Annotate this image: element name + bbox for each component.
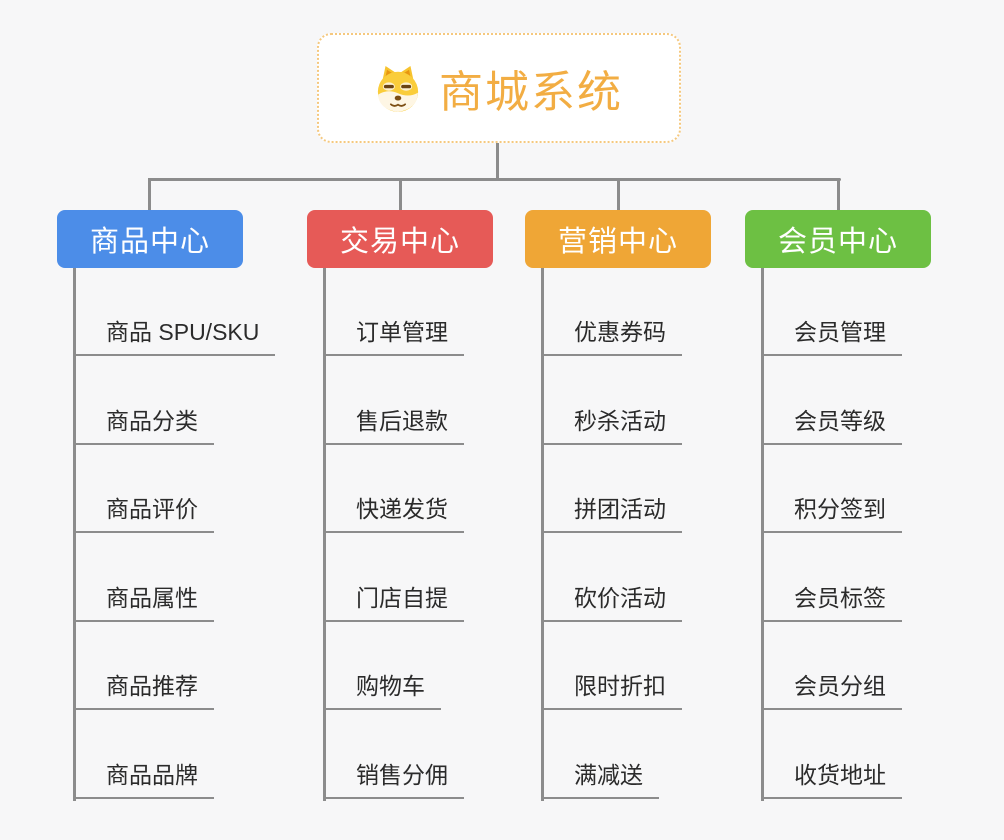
root-stem-line [496, 141, 499, 179]
leaf-label: 购物车 [356, 673, 425, 699]
leaf-node[interactable]: 商品品牌 [73, 755, 214, 799]
leaf-label: 商品分类 [106, 407, 198, 434]
branch-header-member-center[interactable]: 会员中心 [745, 210, 931, 268]
leaf-label: 销售分佣 [356, 761, 448, 788]
leaf-node[interactable]: 满减送 [541, 755, 659, 799]
leaf-label: 商品属性 [106, 584, 198, 611]
leaf-label: 快递发货 [356, 496, 448, 522]
branch-spine-line [541, 268, 544, 801]
leaf-node[interactable]: 订单管理 [323, 312, 464, 356]
leaf-node[interactable]: 门店自提 [323, 578, 464, 622]
leaf-node[interactable]: 会员分组 [761, 666, 902, 710]
leaf-node[interactable]: 商品分类 [73, 401, 214, 445]
branch-spine-line [761, 268, 764, 801]
connector-drop-line [148, 178, 151, 212]
leaf-node[interactable]: 秒杀活动 [541, 401, 682, 445]
leaf-label: 商品推荐 [106, 673, 198, 699]
leaf-label: 商品 SPU/SKU [106, 319, 260, 345]
branch-header-product-center[interactable]: 商品中心 [57, 210, 243, 268]
leaf-label: 积分签到 [794, 496, 886, 522]
doge-dog-icon [377, 65, 419, 112]
branch-header-marketing-center[interactable]: 营销中心 [525, 210, 711, 268]
leaf-node[interactable]: 会员等级 [761, 401, 902, 445]
leaf-label: 会员标签 [794, 584, 886, 611]
branch-spine-line [73, 268, 76, 801]
connector-drop-line [399, 178, 402, 212]
leaf-label: 售后退款 [356, 407, 448, 434]
leaf-node[interactable]: 销售分佣 [323, 755, 464, 799]
branch-column-marketing-center: 营销中心 优惠券码 秒杀活动 拼团活动 砍价活动 限时折扣 满减送 [525, 0, 785, 840]
root-node[interactable]: 商城系统 [317, 33, 681, 143]
leaf-node[interactable]: 购物车 [323, 666, 441, 710]
connector-drop-line [617, 178, 620, 212]
root-title: 商城系统 [439, 68, 623, 117]
leaf-label: 秒杀活动 [574, 407, 666, 434]
leaf-label: 砍价活动 [574, 584, 666, 611]
branch-header-trade-center[interactable]: 交易中心 [307, 210, 493, 268]
leaf-node[interactable]: 商品推荐 [73, 666, 214, 710]
leaf-label: 订单管理 [356, 319, 448, 345]
leaf-label: 满减送 [574, 761, 643, 788]
leaf-label: 会员等级 [794, 407, 886, 434]
leaf-node[interactable]: 售后退款 [323, 401, 464, 445]
leaf-node[interactable]: 会员标签 [761, 578, 902, 622]
leaf-label: 会员管理 [794, 319, 886, 345]
leaf-node[interactable]: 快递发货 [323, 489, 464, 533]
leaf-node[interactable]: 收货地址 [761, 755, 902, 799]
leaf-label: 门店自提 [356, 584, 448, 611]
branch-crossbar-line [148, 178, 841, 181]
leaf-node[interactable]: 拼团活动 [541, 489, 682, 533]
leaf-node[interactable]: 砍价活动 [541, 578, 682, 622]
leaf-node[interactable]: 商品 SPU/SKU [73, 312, 276, 356]
leaf-node[interactable]: 积分签到 [761, 489, 902, 533]
leaf-node[interactable]: 限时折扣 [541, 666, 682, 710]
connector-drop-line [837, 178, 840, 212]
leaf-label: 会员分组 [794, 673, 886, 699]
leaf-label: 收货地址 [794, 761, 886, 788]
leaf-node[interactable]: 商品评价 [73, 489, 214, 533]
leaf-node[interactable]: 优惠券码 [541, 312, 682, 356]
leaf-label: 商品品牌 [106, 761, 198, 788]
leaf-label: 拼团活动 [574, 496, 666, 522]
leaf-node[interactable]: 商品属性 [73, 578, 214, 622]
leaf-label: 商品评价 [106, 496, 198, 522]
leaf-label: 限时折扣 [574, 673, 666, 699]
leaf-node[interactable]: 会员管理 [761, 312, 902, 356]
branch-spine-line [323, 268, 326, 801]
branch-column-member-center: 会员中心 会员管理 会员等级 积分签到 会员标签 会员分组 收货地址 [745, 0, 1004, 840]
branch-column-product-center: 商品中心 商品 SPU/SKU 商品分类 商品评价 商品属性 商品推荐 商品品牌 [57, 0, 317, 840]
leaf-label: 优惠券码 [574, 319, 666, 345]
branch-column-trade-center: 交易中心 订单管理 售后退款 快递发货 门店自提 购物车 销售分佣 [307, 0, 567, 840]
